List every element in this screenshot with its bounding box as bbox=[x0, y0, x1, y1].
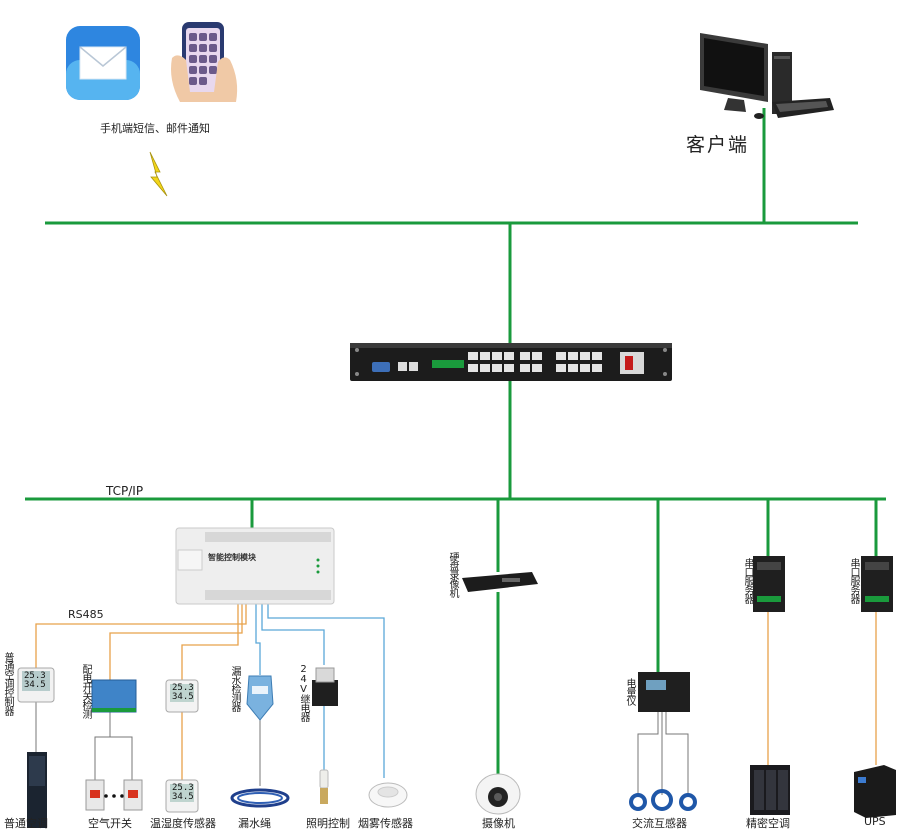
bottom-label-leak-rope: 漏水绳 bbox=[238, 817, 271, 830]
rs485-lines bbox=[35, 604, 877, 780]
power-switch-label: 配电开关检测 bbox=[80, 664, 91, 718]
relay-device bbox=[312, 667, 338, 706]
precision-ac-unit bbox=[750, 765, 790, 815]
leak-detector-device bbox=[246, 675, 274, 721]
serial-server-2 bbox=[861, 556, 893, 612]
smart-control-module bbox=[175, 527, 335, 605]
bottom-label-lighting: 照明控制 bbox=[306, 817, 350, 830]
smoke-sensor-device bbox=[368, 782, 408, 808]
ups-unit bbox=[854, 765, 896, 818]
module-title: 智能控制模块 bbox=[208, 553, 256, 562]
leak-detector-label: 漏水检测器 bbox=[229, 666, 240, 711]
ac-display-line2: 34.5 bbox=[24, 680, 46, 690]
serial-server-1 bbox=[753, 556, 785, 612]
air-switch-left bbox=[85, 779, 105, 811]
power-switch-detector bbox=[91, 679, 137, 713]
bottom-label-ups: UPS bbox=[864, 815, 886, 828]
ac-controller-label: 普通空调控制器 bbox=[2, 652, 13, 715]
air-switch-dots bbox=[104, 794, 124, 798]
serial-server-2-label: 串口服务器 bbox=[848, 558, 859, 603]
bottom-label-temp-humidity: 温湿度传感器 bbox=[150, 817, 216, 830]
air-switch-right bbox=[123, 779, 143, 811]
bottom-label-smoke: 烟雾传感器 bbox=[358, 817, 413, 830]
dvr-device bbox=[462, 572, 538, 592]
ethernet-lines bbox=[25, 108, 886, 775]
th-bottom-display-line1: 25.3 bbox=[172, 783, 194, 793]
mail-icon bbox=[66, 26, 140, 100]
gray-wires bbox=[35, 702, 689, 795]
leak-rope bbox=[230, 788, 290, 808]
lightning-icon bbox=[149, 151, 168, 197]
ac-display-line1: 25.3 bbox=[24, 671, 46, 681]
bottom-label-camera: 摄像机 bbox=[482, 817, 515, 830]
light-bulb-icon bbox=[319, 769, 329, 804]
ac-unit bbox=[27, 752, 47, 828]
th-bottom-display-line2: 34.5 bbox=[172, 792, 194, 802]
temp-humidity-sensor-top bbox=[165, 679, 199, 713]
dvr-label: 硬盘录像机 bbox=[447, 552, 458, 597]
signal-wires bbox=[255, 604, 385, 778]
temp-humidity-sensor-bottom bbox=[165, 779, 199, 813]
bottom-label-ct: 交流互感器 bbox=[632, 817, 687, 830]
th-top-display-line1: 25.3 bbox=[172, 683, 194, 693]
power-meter-device bbox=[638, 672, 690, 712]
ac-controller-device bbox=[17, 667, 55, 703]
computer-icon bbox=[700, 33, 834, 119]
phone-icon bbox=[171, 22, 238, 102]
th-top-display-line2: 34.5 bbox=[172, 692, 194, 702]
client-label: 客户端 bbox=[686, 134, 750, 156]
bottom-label-precision-ac: 精密空调 bbox=[746, 817, 790, 830]
meter-label: 电量仪 bbox=[624, 678, 635, 705]
protocol-label: TCP/IP bbox=[106, 484, 144, 498]
notify-label: 手机端短信、邮件通知 bbox=[100, 122, 210, 135]
serial-server-1-label: 串口服务器 bbox=[742, 558, 753, 603]
current-transformer-icons bbox=[629, 789, 697, 811]
bottom-label-ac: 普通空调 bbox=[4, 817, 48, 830]
relay-label: 24V继电器 bbox=[298, 664, 309, 721]
camera-icon bbox=[475, 773, 521, 815]
network-host-device bbox=[350, 343, 672, 381]
bottom-label-air-switch: 空气开关 bbox=[88, 817, 132, 830]
rs485-label: RS485 bbox=[68, 608, 104, 621]
